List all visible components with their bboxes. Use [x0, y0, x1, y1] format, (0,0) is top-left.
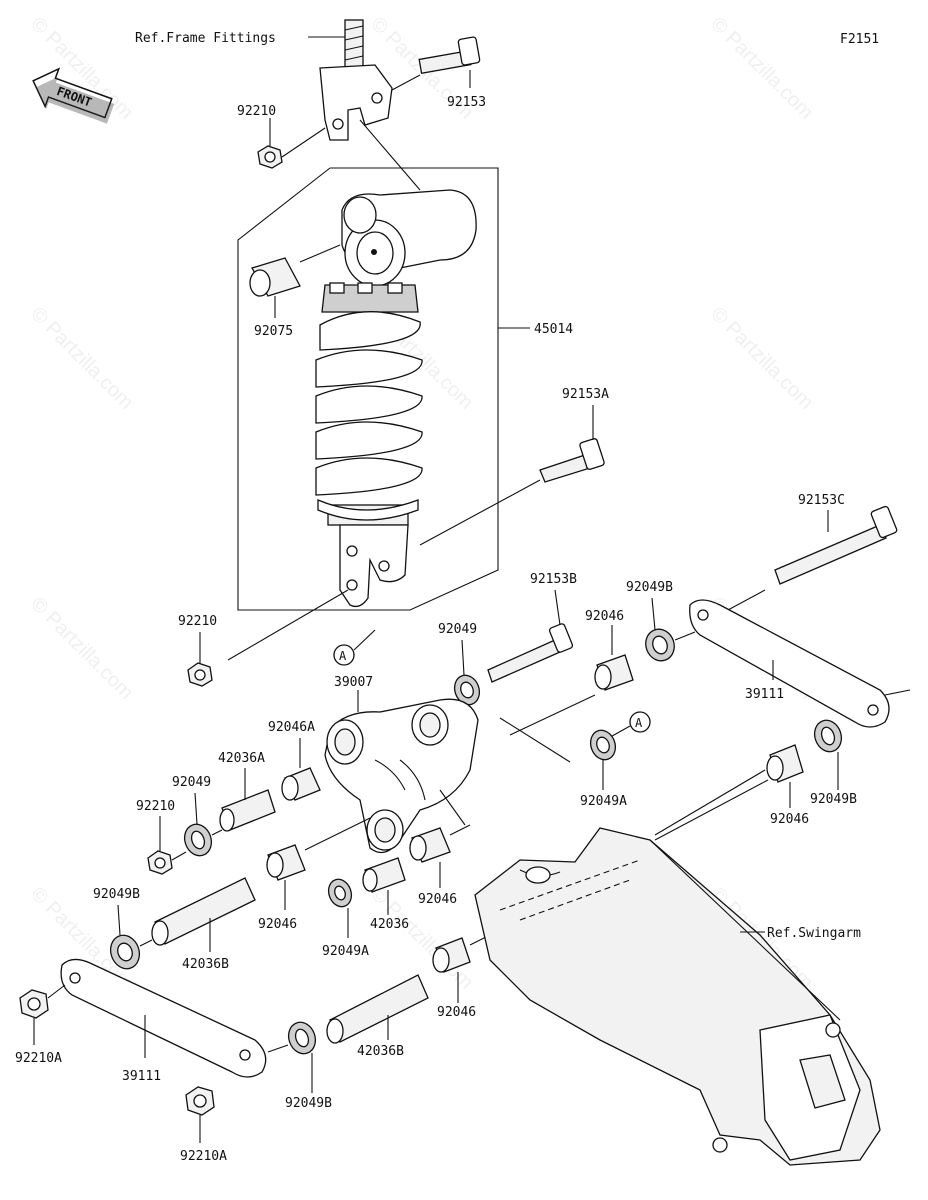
collar-42036b-bottom [326, 974, 429, 1044]
label-39111-left: 39111 [122, 1069, 161, 1084]
label-92210-left: 92210 [136, 799, 175, 814]
label-39007: 39007 [334, 675, 373, 690]
nut-92210-top [257, 118, 326, 169]
washer-92049a-right [499, 717, 617, 790]
washer-92049-top [453, 639, 481, 706]
bolt-92153a [419, 405, 605, 546]
label-92210-mid: 92210 [178, 614, 217, 629]
label-92049b-right: 92049B [810, 792, 857, 807]
label-92049b-top: 92049B [626, 580, 673, 595]
watermark: © Partzilla.com [26, 303, 137, 414]
label-42036b-bottom: 42036B [357, 1044, 404, 1059]
bushing-92075 [249, 244, 341, 318]
label-92049a-right: 92049A [580, 794, 627, 809]
washer-92049-left [183, 792, 223, 857]
watermark: © Partzilla.com [706, 13, 817, 124]
label-92075: 92075 [254, 324, 293, 339]
shock-absorber-45014 [237, 119, 530, 611]
bearing-92046-right [654, 744, 804, 841]
swingarm-reference [474, 769, 881, 1166]
label-92210a-left: 92210A [15, 1051, 62, 1066]
svg-text:A: A [339, 649, 347, 663]
bearing-92046-center [266, 817, 371, 910]
label-92210-top: 92210 [237, 104, 276, 119]
bearing-92046a [281, 738, 321, 801]
label-42036a: 42036A [218, 751, 265, 766]
label-92046-right: 92046 [770, 812, 809, 827]
washer-92049a-mid [327, 878, 353, 938]
watermark: © Partzilla.com [706, 303, 817, 414]
ref-swingarm-label: Ref.Swingarm [767, 926, 861, 941]
label-92210a-bottom: 92210A [180, 1149, 227, 1164]
label-92046-center: 92046 [258, 917, 297, 932]
label-92049-top: 92049 [438, 622, 477, 637]
nut-92210-left [147, 816, 187, 875]
nut-92210-mid [187, 589, 349, 687]
bolt-92153b [487, 589, 574, 683]
watermark: © Partzilla.com [26, 593, 137, 704]
label-92153c: 92153C [798, 493, 845, 508]
callout-circle-a: A [333, 629, 376, 666]
label-92049a-mid: 92049A [322, 944, 369, 959]
label-92153b: 92153B [530, 572, 577, 587]
label-92049-left: 92049 [172, 775, 211, 790]
label-92046-mid: 92046 [418, 892, 457, 907]
collar-42036a [219, 768, 276, 832]
label-92046a: 92046A [268, 720, 315, 735]
figure-code: F2151 [840, 32, 879, 47]
washer-92049b-left [109, 904, 153, 970]
callout-circle-a: A [604, 711, 651, 741]
front-arrow-icon: FRONT [32, 67, 115, 124]
bearing-92046-mid [409, 824, 471, 888]
link-39111-left [60, 958, 267, 1078]
link-39111-right [689, 599, 911, 728]
rocker-arm-39007 [324, 690, 479, 854]
label-42036b-left: 42036B [182, 957, 229, 972]
label-42036: 42036 [370, 917, 409, 932]
bolt-92153 [391, 36, 481, 91]
label-92153a: 92153A [562, 387, 609, 402]
bearing-92046-top [509, 625, 634, 736]
label-92046-bottom: 92046 [437, 1005, 476, 1020]
collar-42036b-left [151, 877, 256, 952]
bearing-92046-bottom [432, 934, 491, 1003]
svg-text:A: A [635, 716, 643, 730]
label-39111-right: 39111 [745, 687, 784, 702]
washer-92049b-bottom [267, 1021, 317, 1093]
label-92049b-left: 92049B [93, 887, 140, 902]
label-92049b-bottom: 92049B [285, 1096, 332, 1111]
nut-92210a-bottom [185, 1086, 215, 1143]
bolt-92153c [727, 505, 898, 611]
ref-frame-fittings-label: Ref.Frame Fittings [135, 31, 276, 46]
frame-fitting-bracket: Ref.Frame Fittings [135, 19, 393, 141]
washer-92049b-right [813, 719, 843, 790]
label-92046-top: 92046 [585, 609, 624, 624]
nut-92210a-left [19, 984, 66, 1045]
collar-42036 [362, 857, 406, 915]
label-45014: 45014 [534, 322, 573, 337]
washer-92049b-top [645, 597, 696, 662]
label-92153: 92153 [447, 95, 486, 110]
